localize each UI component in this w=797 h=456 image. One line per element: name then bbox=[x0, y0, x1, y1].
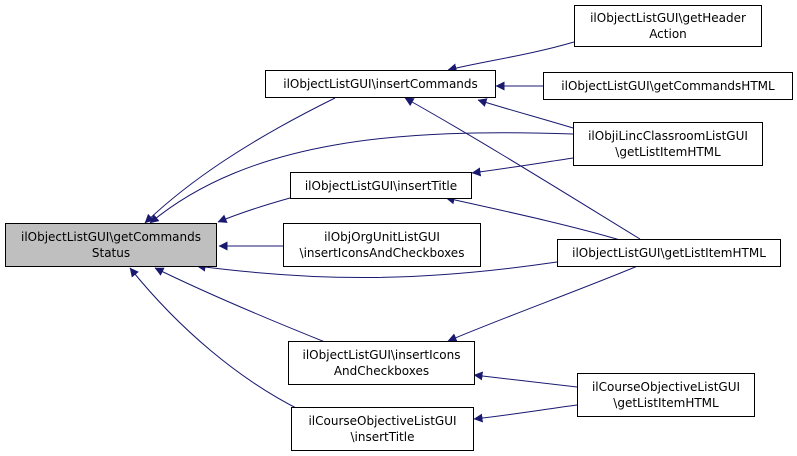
edge-inserticons-to-root bbox=[154, 267, 331, 345]
node-getcommandshtml[interactable]: ilObjectListGUI\getCommandsHTML bbox=[543, 72, 793, 100]
node-inserttitle[interactable]: ilObjectListGUI\insertTitle bbox=[290, 172, 472, 199]
edge-coursegetlist-to-inserticons bbox=[473, 371, 578, 388]
node-courseobjective-inserttitle[interactable]: ilCourseObjectiveListGUI \insertTitle bbox=[291, 407, 474, 451]
node-courseobjective-getlistitemhtml[interactable]: ilCourseObjectiveListGUI \getListItemHTM… bbox=[577, 373, 755, 417]
node-getcommandsstatus: ilObjectListGUI\getCommands Status bbox=[5, 223, 217, 267]
edge-getlistitem-to-root bbox=[196, 261, 558, 279]
edge-coursegetlist-to-coursetitle bbox=[473, 404, 578, 423]
edge-inserttitle-to-root bbox=[217, 197, 291, 223]
node-getheaderaction[interactable]: ilObjectListGUI\getHeader Action bbox=[574, 5, 762, 47]
edge-headeraction-to-insertcommands bbox=[447, 41, 575, 73]
edge-getlistitem-to-insertcommands bbox=[404, 97, 641, 240]
node-getlistitemhtml[interactable]: ilObjectListGUI\getListItemHTML bbox=[557, 239, 781, 267]
edge-insertcommands-to-root bbox=[144, 97, 336, 224]
edge-coursetitle-to-root bbox=[129, 267, 301, 411]
node-inserticonsandcheckboxes[interactable]: ilObjectListGUI\insertIcons AndCheckboxe… bbox=[288, 341, 475, 385]
edge-linc-to-root bbox=[149, 132, 574, 224]
node-ilinc-getlistitemhtml[interactable]: ilObjiLincClassroomListGUI \getListItemH… bbox=[573, 122, 763, 166]
edge-linc-to-inserttitle bbox=[471, 157, 574, 177]
edge-getlistitem-to-inserticons bbox=[447, 264, 641, 342]
edge-linc-to-insertcommands bbox=[477, 98, 574, 129]
edge-getlistitem-to-inserttitle bbox=[445, 195, 621, 241]
node-insertcommands[interactable]: ilObjectListGUI\insertCommands bbox=[265, 70, 496, 98]
node-orgunit-inserticonsandcheckboxes[interactable]: ilObjOrgUnitListGUI \insertIconsAndCheck… bbox=[283, 223, 481, 267]
